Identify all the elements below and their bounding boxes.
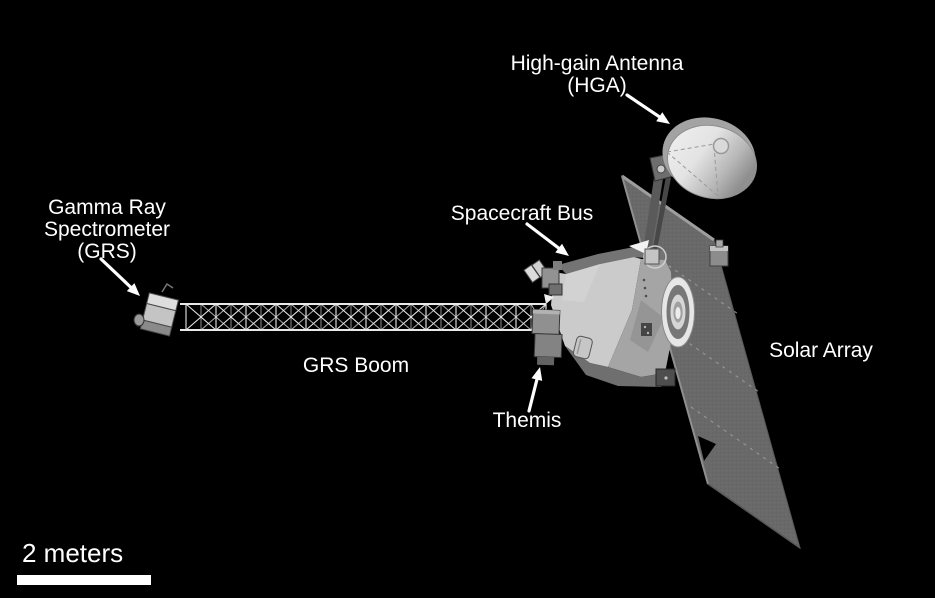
scale-bar-label: 2 meters bbox=[22, 538, 124, 568]
hga-arrow-icon bbox=[625, 93, 670, 124]
bus-canister bbox=[572, 335, 593, 360]
grs-instrument bbox=[133, 282, 180, 337]
bus-lower-box bbox=[655, 368, 676, 387]
hga-feed-hub bbox=[712, 137, 730, 155]
star-camera-cluster bbox=[523, 259, 563, 304]
engine-nozzle-ring bbox=[661, 276, 695, 348]
hga-label-line2: (HGA) bbox=[567, 74, 627, 97]
grs-label-line3: (GRS) bbox=[77, 240, 137, 263]
grs-boom-label: GRS Boom bbox=[302, 354, 410, 377]
grs-label: Gamma Ray Spectrometer (GRS) bbox=[44, 197, 170, 263]
grs-label-line2: Spectrometer bbox=[43, 218, 171, 241]
spacecraft-bus-body bbox=[551, 240, 673, 387]
themis-instrument bbox=[531, 309, 563, 366]
spacecraft-bus-label: Spacecraft Bus bbox=[450, 202, 594, 225]
bus-arrow-icon bbox=[525, 222, 569, 256]
hga-label-line1: High-gain Antenna bbox=[510, 52, 684, 75]
themis-label: Themis bbox=[492, 409, 562, 432]
solar-array-label: Solar Array bbox=[769, 339, 873, 362]
hga-dish bbox=[662, 117, 758, 200]
grs-arrow-icon bbox=[99, 257, 140, 296]
annotation-arrows bbox=[99, 93, 670, 413]
hga-label: High-gain Antenna (HGA) bbox=[511, 53, 684, 97]
scale-bar bbox=[17, 575, 151, 585]
hga-mast bbox=[643, 153, 675, 254]
grs-label-line1: Gamma Ray bbox=[48, 196, 166, 219]
grs-boom-truss bbox=[180, 303, 547, 331]
themis-arrow-icon bbox=[527, 367, 543, 413]
array-yoke-fitting bbox=[709, 239, 729, 267]
